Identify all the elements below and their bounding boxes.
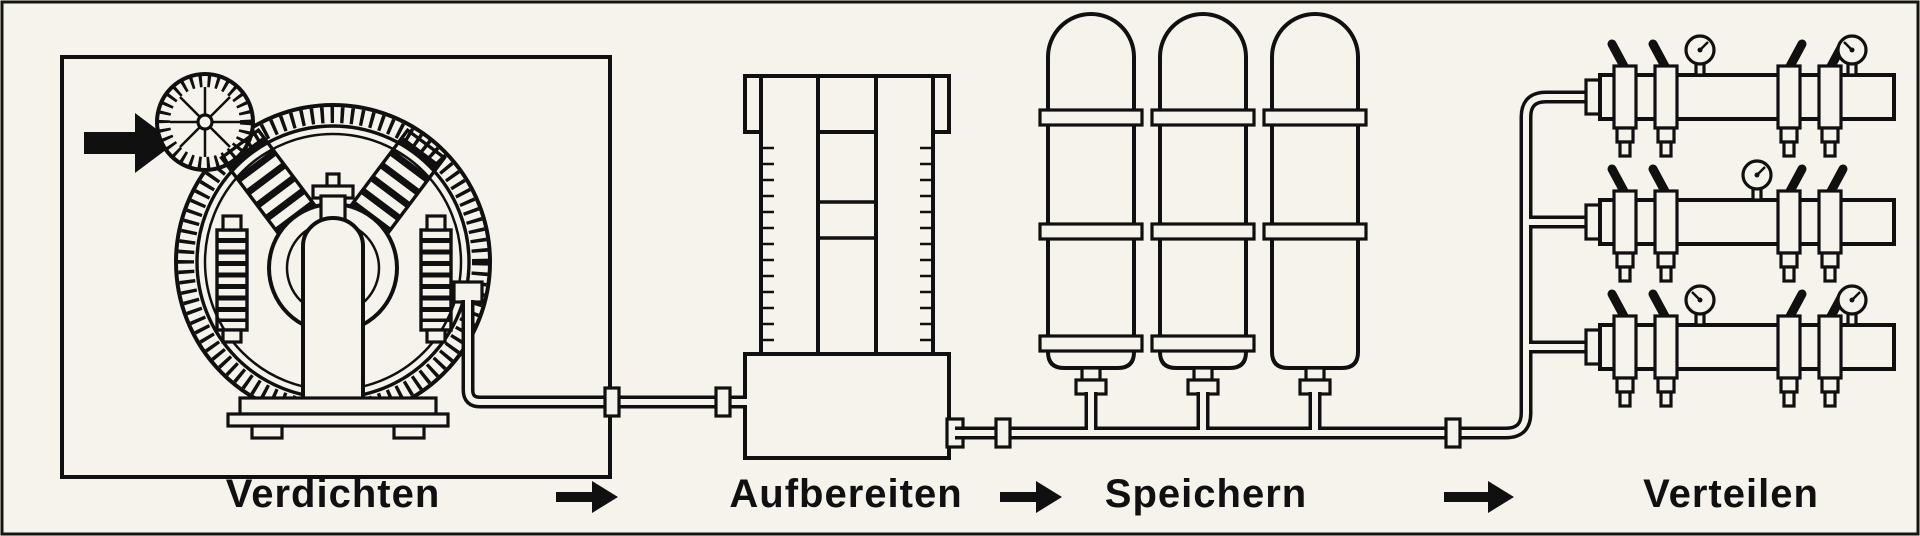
valve	[1648, 39, 1679, 158]
storage-tank	[1038, 12, 1144, 396]
pipe-network	[955, 90, 1592, 449]
pipe-coupler	[714, 386, 732, 418]
stage-label-aufbereiten: Aufbereiten	[729, 472, 963, 516]
manifold-unit	[1584, 34, 1896, 158]
manifold-body	[1598, 198, 1896, 246]
stage-label-verteilen: Verteilen	[1643, 472, 1819, 516]
pressure-gauge	[1741, 159, 1773, 202]
pressure-gauge	[1836, 34, 1868, 77]
flow-arrow-2	[1000, 481, 1062, 513]
pressure-gauge	[1684, 284, 1716, 327]
valve	[1776, 39, 1807, 158]
compressor-base	[226, 396, 450, 440]
flow-arrow-1	[556, 481, 618, 513]
valve	[1776, 289, 1807, 408]
dryer-tower-left	[759, 74, 820, 356]
storage-tank	[1262, 12, 1368, 396]
fan-wheel	[155, 72, 255, 172]
dryer-base	[743, 352, 951, 460]
manifold-unit	[1584, 159, 1896, 283]
valve	[1648, 164, 1679, 283]
valve	[1607, 289, 1638, 408]
valve	[1776, 164, 1807, 283]
scale-ticks-right	[920, 146, 933, 342]
compressor-outlet-fitting	[452, 280, 484, 304]
stage-label-speichern: Speichern	[1104, 472, 1308, 516]
stage-label-verdichten: Verdichten	[225, 472, 441, 516]
valve	[1817, 164, 1848, 283]
manifold-inlet-flange	[1584, 203, 1602, 241]
flow-arrow-3	[1444, 481, 1514, 513]
manifold-inlet-flange	[1584, 78, 1602, 116]
side-cylinder-left	[215, 214, 249, 344]
valve	[1607, 39, 1638, 158]
pipe-coupler	[994, 417, 1012, 449]
distribution-manifolds	[1584, 34, 1896, 408]
dryer-tower-right	[874, 74, 935, 356]
pressure-gauge	[1836, 284, 1868, 327]
compressor-unit	[60, 55, 612, 479]
valve	[1817, 289, 1848, 408]
pipe-coupler	[1444, 417, 1462, 449]
side-cylinder-right	[419, 214, 453, 344]
storage-tank	[1150, 12, 1256, 396]
tower-connector	[818, 200, 876, 240]
pressure-gauge	[1684, 34, 1716, 77]
pipe-compressor-to-dryer	[452, 280, 747, 418]
treatment-unit	[743, 74, 965, 460]
manifold-unit	[1584, 284, 1896, 408]
manifold-body	[1598, 73, 1896, 121]
valve	[1817, 39, 1848, 158]
storage-tanks	[1038, 12, 1368, 396]
scale-ticks-left	[761, 146, 774, 342]
air-inlet-arrow-icon	[84, 113, 175, 173]
valve	[1607, 164, 1638, 283]
manifold-body	[1598, 323, 1896, 371]
manifold-inlet-flange	[1584, 328, 1602, 366]
valve	[1648, 289, 1679, 408]
flow-arrows	[556, 481, 1514, 513]
pipe-coupler	[603, 386, 621, 418]
